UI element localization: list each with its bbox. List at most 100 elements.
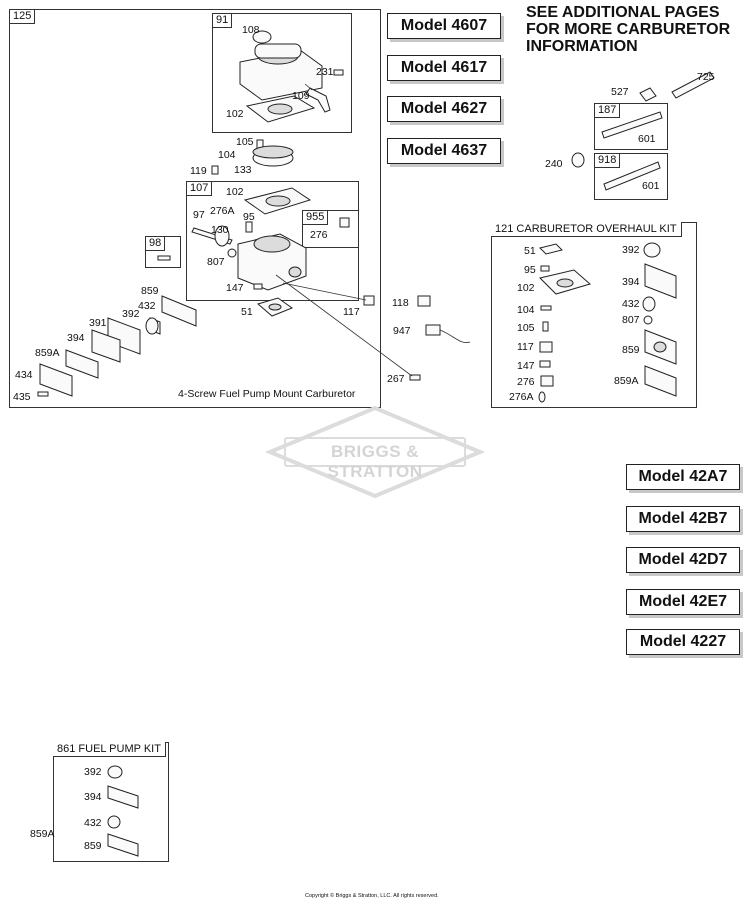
fuel-pump-394-shape <box>91 329 121 363</box>
kit-item-859A[interactable]: 859A <box>614 375 639 387</box>
part-label-51[interactable]: 51 <box>241 306 253 318</box>
kit-item-95[interactable]: 95 <box>524 264 536 276</box>
part-label-105[interactable]: 105 <box>236 136 254 148</box>
part-label-434[interactable]: 434 <box>15 369 33 381</box>
model-button-42E7[interactable]: Model 42E7 <box>626 589 740 615</box>
part-240-shape <box>571 152 585 168</box>
part-label-807[interactable]: 807 <box>207 256 225 268</box>
model-button-42A7[interactable]: Model 42A7 <box>626 464 740 490</box>
part-label-119[interactable]: 119 <box>190 165 207 177</box>
screw-231-shape <box>333 69 344 76</box>
throttle-plate-130-shape <box>214 225 230 247</box>
model-button-42B7[interactable]: Model 42B7 <box>626 506 740 532</box>
kit-item-276[interactable]: 276 <box>517 376 535 388</box>
kit-item-104[interactable]: 104 <box>517 304 535 316</box>
screw-119-shape <box>211 165 219 175</box>
model-button-4637[interactable]: Model 4637 <box>387 138 501 164</box>
model-button-4227[interactable]: Model 4227 <box>626 629 740 655</box>
part-label-109[interactable]: 109 <box>292 90 310 102</box>
fuel-pump-859A-shape <box>65 349 99 379</box>
fuel-pump-859-shape <box>161 295 197 327</box>
part-label-118[interactable]: 118 <box>392 297 409 309</box>
ref-tag-107[interactable]: 107 <box>186 181 213 196</box>
pump-kit-item-394[interactable]: 394 <box>84 791 102 803</box>
part-label-391[interactable]: 391 <box>89 317 107 329</box>
notice-line-1: SEE ADDITIONAL PAGES <box>526 4 720 21</box>
notice-line-3: INFORMATION <box>526 38 638 55</box>
screw-147-shape <box>253 283 263 290</box>
sub-assembly-187-frame <box>594 103 668 150</box>
main-assembly-frame <box>9 9 381 408</box>
kit-item-117[interactable]: 117 <box>517 341 534 353</box>
part-label-231[interactable]: 231 <box>316 66 334 78</box>
part-label-102a[interactable]: 102 <box>226 108 244 120</box>
model-button-4627[interactable]: Model 4627 <box>387 96 501 122</box>
part-807-shape <box>227 248 237 258</box>
overhaul-kit-title[interactable]: 121 CARBURETOR OVERHAUL KIT <box>491 222 682 237</box>
kit-item-859[interactable]: 859 <box>622 344 640 356</box>
kit-item-105[interactable]: 105 <box>517 322 535 334</box>
ref-tag-98[interactable]: 98 <box>145 236 166 251</box>
part-label-601a[interactable]: 601 <box>638 133 656 145</box>
part-label-859A[interactable]: 859A <box>35 347 60 359</box>
part-label-130[interactable]: 130 <box>211 224 229 236</box>
part-label-95[interactable]: 95 <box>243 211 255 223</box>
ref-tag-187[interactable]: 187 <box>594 103 621 118</box>
kit-item-394[interactable]: 394 <box>622 276 640 288</box>
ref-tag-125[interactable]: 125 <box>9 9 36 24</box>
pump-kit-item-859[interactable]: 859 <box>84 840 102 852</box>
ref-tag-91[interactable]: 91 <box>212 13 233 28</box>
screw-267-shape <box>409 374 421 381</box>
part-label-267[interactable]: 267 <box>387 373 405 385</box>
part-label-392[interactable]: 392 <box>122 308 140 320</box>
kit-item-102[interactable]: 102 <box>517 282 535 294</box>
model-button-42D7[interactable]: Model 42D7 <box>626 547 740 573</box>
fuel-pump-kit-title[interactable]: 861 FUEL PUMP KIT <box>53 742 166 757</box>
ref-tag-955[interactable]: 955 <box>302 210 329 225</box>
pump-kit-item-859A[interactable]: 859A <box>30 828 55 840</box>
part-label-102b[interactable]: 102 <box>226 186 244 198</box>
part-label-432[interactable]: 432 <box>138 300 156 312</box>
model-button-4617[interactable]: Model 4617 <box>387 55 501 81</box>
kit-item-51[interactable]: 51 <box>524 245 536 257</box>
pump-kit-item-432[interactable]: 432 <box>84 817 102 829</box>
lever-109-shape <box>305 87 331 113</box>
model-button-4607[interactable]: Model 4607 <box>387 13 501 39</box>
tube-187-shape <box>601 111 663 139</box>
assembly-caption: 4-Screw Fuel Pump Mount Carburetor <box>178 388 356 400</box>
part-label-435[interactable]: 435 <box>13 391 31 403</box>
clamp-527-shape <box>639 87 657 102</box>
part-label-240[interactable]: 240 <box>545 158 563 170</box>
part-label-147[interactable]: 147 <box>226 282 244 294</box>
part-label-276[interactable]: 276 <box>310 229 328 241</box>
part-label-725[interactable]: 725 <box>697 71 715 83</box>
part-label-947[interactable]: 947 <box>393 325 411 337</box>
additional-pages-notice: SEE ADDITIONAL PAGES FOR MORE CARBURETOR… <box>526 4 730 55</box>
plug-108-shape <box>252 30 272 44</box>
sub-assembly-91-frame <box>212 13 352 133</box>
copyright-footer: Copyright © Briggs & Stratton, LLC. All … <box>305 893 439 899</box>
part-label-108[interactable]: 108 <box>242 24 260 36</box>
kit-item-276A[interactable]: 276A <box>509 391 534 403</box>
kit-item-392[interactable]: 392 <box>622 244 640 256</box>
part-label-601b[interactable]: 601 <box>642 180 660 192</box>
kit-item-432[interactable]: 432 <box>622 298 640 310</box>
pump-kit-item-392[interactable]: 392 <box>84 766 102 778</box>
kit-item-807[interactable]: 807 <box>622 314 640 326</box>
needle-95-shape <box>245 221 253 233</box>
part-label-859[interactable]: 859 <box>141 285 159 297</box>
part-label-117[interactable]: 117 <box>343 306 360 318</box>
tube-918-shape <box>603 161 661 191</box>
part-label-394[interactable]: 394 <box>67 332 85 344</box>
part-label-97[interactable]: 97 <box>193 209 205 221</box>
notice-line-2: FOR MORE CARBURETOR <box>526 21 731 38</box>
part-label-527[interactable]: 527 <box>611 86 629 98</box>
part-label-104[interactable]: 104 <box>218 149 236 161</box>
part-label-276A[interactable]: 276A <box>210 205 235 217</box>
ref-tag-918[interactable]: 918 <box>594 153 621 168</box>
kit-item-147[interactable]: 147 <box>517 360 535 372</box>
part-label-133[interactable]: 133 <box>234 164 252 176</box>
